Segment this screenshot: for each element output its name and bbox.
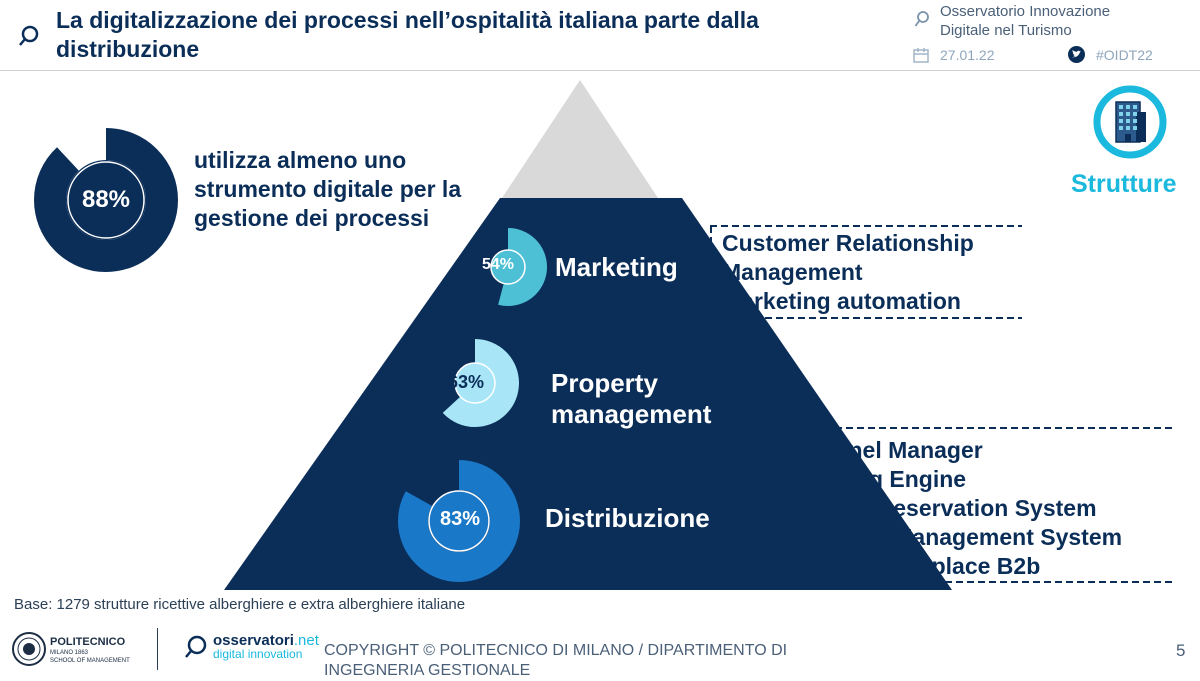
osservatori-name: osservatori xyxy=(213,632,294,649)
donut-arc xyxy=(431,339,519,427)
header-divider xyxy=(0,70,1200,71)
observatory-line-2: Digitale nel Turismo xyxy=(940,22,1072,39)
event-date: 27.01.22 xyxy=(940,47,995,63)
search-icon xyxy=(914,11,929,27)
donut-center xyxy=(429,491,489,551)
building-icon xyxy=(1093,85,1167,159)
marketing-value: 54% xyxy=(481,256,515,273)
pyramid-top xyxy=(502,80,658,198)
page-title: La digitalizzazione dei processi nell’os… xyxy=(56,7,759,62)
polimi-logo-sub: MILANO 1863 SCHOOL OF MANAGEMENT xyxy=(50,649,130,665)
property-label: Property management xyxy=(551,368,712,429)
list-item: Channel Manager xyxy=(791,437,983,463)
calendar-icon xyxy=(913,48,929,63)
category-label: Strutture xyxy=(1071,170,1177,198)
list-item: Marketing automation xyxy=(722,288,961,314)
hashtag: #OIDT22 xyxy=(1096,47,1153,63)
donut-arc xyxy=(398,460,520,582)
polimi-logo-text: POLITECNICO xyxy=(50,636,126,648)
sample-base-note: Base: 1279 strutture ricettive alberghie… xyxy=(14,596,466,613)
distribution-value: 83% xyxy=(439,508,481,530)
distribution-tools-frame xyxy=(780,427,1176,583)
donut-center xyxy=(455,363,495,403)
marketing-label: Marketing xyxy=(555,252,678,282)
property-value: 63% xyxy=(447,372,485,392)
observatory-name: Osservatorio Innovazione Digitale nel Tu… xyxy=(940,2,1110,40)
marketing-tools-frame xyxy=(710,225,1022,319)
main-stat-description: utilizza almeno uno strumento digitale p… xyxy=(194,147,462,231)
donut-center xyxy=(66,160,146,240)
polimi-sub-1: MILANO 1863 xyxy=(50,650,89,656)
list-item: Open marketplace B2b xyxy=(791,553,1041,579)
osservatori-logo-text: osservatori.net xyxy=(213,632,319,649)
logo-divider xyxy=(157,628,158,670)
donut-inner-ring xyxy=(454,362,496,404)
list-item: Management xyxy=(722,259,863,285)
donut-arc xyxy=(34,128,178,272)
distribution-tools-list: Channel Manager Booking Engine Central R… xyxy=(791,436,1122,581)
search-icon xyxy=(185,635,207,658)
search-icon xyxy=(19,25,39,46)
list-item: Central Reservation System xyxy=(791,495,1097,521)
copyright-text: COPYRIGHT © POLITECNICO DI MILANO / DIPA… xyxy=(324,642,788,679)
list-item: Revenue Management System xyxy=(791,524,1123,550)
page-number: 5 xyxy=(1176,641,1186,660)
polimi-sub-2: SCHOOL OF MANAGEMENT xyxy=(50,658,130,664)
polimi-seal-icon xyxy=(12,632,46,666)
twitter-icon xyxy=(1068,46,1085,63)
property-donut xyxy=(431,339,519,427)
main-stat-value: 88% xyxy=(81,186,131,213)
osservatori-suffix: .net xyxy=(293,632,319,649)
donut-inner-ring xyxy=(490,249,526,285)
donut-inner-ring xyxy=(67,161,145,239)
distribution-label: Distribuzione xyxy=(545,503,710,533)
marketing-donut xyxy=(469,228,547,306)
list-item: Customer Relationship xyxy=(722,230,974,256)
donut-center xyxy=(491,250,525,284)
observatory-line-1: Osservatorio Innovazione xyxy=(940,3,1111,20)
marketing-tools-list: Customer Relationship Management Marketi… xyxy=(722,229,974,316)
distribution-donut xyxy=(398,460,520,582)
donut-inner-ring xyxy=(428,490,490,552)
main-stat-donut xyxy=(34,128,178,272)
osservatori-tagline: digital innovation xyxy=(213,647,303,661)
donut-arc xyxy=(469,228,547,306)
list-item: Booking Engine xyxy=(791,466,967,492)
